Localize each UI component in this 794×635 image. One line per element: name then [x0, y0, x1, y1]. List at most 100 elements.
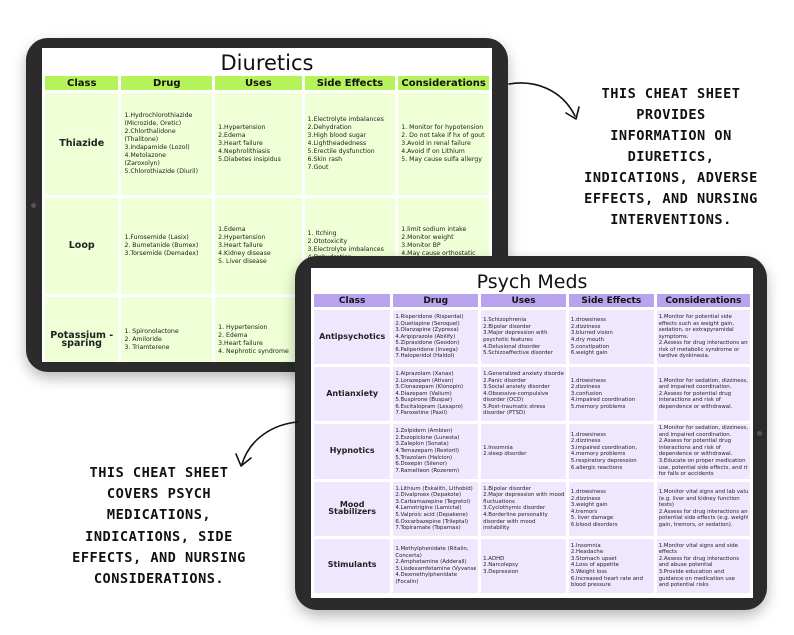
- caption-line: THIS CHEAT SHEET: [601, 86, 741, 102]
- psych-screen: Psych Meds Class Drug Uses Side Effects …: [311, 268, 753, 598]
- list-item: 4.Avoid if on Lithium: [401, 148, 465, 155]
- list-item: 4.dry mouth: [570, 337, 605, 343]
- list-item: 5.Schizoaffective disorder: [483, 350, 553, 357]
- list-item: 4.Lamotrigine (Lamictal): [395, 505, 462, 512]
- list-item: 2. Do not take if hx of gout: [401, 132, 485, 139]
- list-item: 4.Aripiprazole (Abilify): [395, 333, 456, 340]
- list-item: 2.Ototoxicity: [307, 238, 348, 245]
- list-item: fluctuations: [483, 498, 515, 505]
- list-item: 2.Chlorthalidone: [124, 128, 176, 135]
- header-row: Class Drug Uses Side Effects Considerati…: [314, 294, 750, 307]
- header-uses: Uses: [215, 76, 302, 90]
- list-item: 4.impaired coordination: [570, 397, 636, 404]
- list-item: 3.Heart failure: [218, 140, 263, 147]
- list-item: 6.allergic reactions: [570, 464, 623, 471]
- header-considerations: Considerations: [398, 76, 489, 90]
- list-item: 3.Stomach upset: [570, 555, 617, 562]
- list-item: 4.Lightheadedness: [307, 140, 367, 147]
- drug-cell: 1.Furosemide (Lasix)2. Bumetanide (Bumex…: [121, 198, 213, 294]
- list-item: 2.Assess for drug interactions and: [658, 340, 748, 347]
- list-item: 2.Dehydration: [307, 124, 352, 131]
- drug-list: 1.Furosemide (Lasix)2. Bumetanide (Bumex…: [124, 234, 209, 258]
- considerations-list: 1.Monitor vital signs and lab values(e.g…: [659, 489, 748, 529]
- list-item: symptoms.: [658, 333, 689, 340]
- caption-line: EFFECTS, AND NURSING: [584, 191, 758, 207]
- list-item: 2.dizziness: [570, 438, 601, 445]
- list-item: 4.Dexmethylphenidate: [395, 572, 458, 579]
- list-item: (Focalin): [395, 578, 419, 585]
- list-item: 4.Loss of appetite: [570, 562, 620, 569]
- list-item: 3.Indapamide (Lozol): [124, 144, 190, 151]
- list-item: 1.Methylphenidate (Ritalin,: [395, 545, 469, 552]
- list-item: disorder (PTSD): [483, 410, 526, 417]
- caption-line: INDICATIONS, SIDE: [85, 528, 233, 545]
- list-item: 2.Headache: [570, 549, 604, 556]
- list-item: 4.Kidney disease: [218, 250, 271, 257]
- list-item: 5. liver damage: [570, 515, 614, 522]
- list-item: 2.sleep disorder: [483, 451, 527, 458]
- list-item: 1.Monitor vital signs and lab values: [658, 488, 748, 495]
- list-item: 3.Olanzapine (Zyprexa): [395, 327, 459, 334]
- drug-cell: 1.Lithium (Eskalith, Lithobid)2.Divalpro…: [393, 481, 479, 536]
- list-item: 5.respiratory depression: [570, 457, 637, 464]
- list-item: 1.Bipolar disorder: [483, 485, 532, 492]
- considerations-cell: 1.Monitor for sedation, dizziness,and im…: [656, 367, 750, 421]
- list-item: (Thalitone): [124, 136, 159, 143]
- list-item: 3.Zaleplon (Sonata): [395, 441, 449, 448]
- list-item: 3.Cyclothymic disorder: [483, 505, 546, 512]
- list-item: 1.Lithium (Eskalith, Lithobid): [395, 485, 473, 492]
- list-item: 1.drowsiness: [570, 377, 606, 384]
- considerations-list: 1.Monitor for sedation, dizziness,and im…: [659, 425, 748, 478]
- list-item: 2.dizziness: [570, 384, 601, 391]
- list-item: 7.Paroxetine (Paxil): [395, 410, 448, 417]
- list-item: blood pressure: [570, 582, 611, 589]
- list-item: 1.Monitor vital signs and side: [658, 542, 738, 549]
- drug-list: 1.Hydrochlorothiazide(Microzide, Oretic)…: [124, 112, 209, 176]
- caption-line: EFFECTS, AND NURSING: [72, 549, 246, 566]
- list-item: 1. Spironolactone: [124, 328, 179, 335]
- list-item: 2.dizziness: [570, 323, 601, 330]
- header-side-effects: Side Effects: [304, 76, 396, 90]
- list-item: 4.Diazepam (Valium): [395, 390, 452, 397]
- drug-list: 1.Methylphenidate (Ritalin,Concerta)2.Am…: [395, 546, 476, 586]
- list-item: 3.impaired coordination,: [570, 444, 637, 451]
- drug-cell: 1.Risperidone (Risperdal)2.Quetiapine (S…: [393, 310, 479, 364]
- caption-line: CONSIDERATIONS.: [93, 571, 225, 588]
- list-item: 2. Edema: [218, 332, 248, 339]
- list-item: 6.blood disorders: [570, 521, 618, 528]
- class-cell: Thiazide: [45, 93, 119, 195]
- list-item: 1.Electrolyte imbalances: [307, 116, 384, 123]
- list-item: 1. Itching: [307, 230, 337, 237]
- list-item: tardive dyskinesia.: [658, 353, 710, 360]
- list-item: 4.Obsessive-compulsive: [483, 390, 549, 397]
- list-item: 5.Buspirone (Buspar): [395, 397, 453, 404]
- list-item: 2.Divalproex (Depakote): [395, 492, 462, 499]
- list-item: and abuse potential: [658, 562, 713, 569]
- considerations-list: 1.Monitor for sedation, dizziness,and im…: [659, 378, 748, 411]
- list-item: 3.Educate on proper medication: [658, 457, 746, 464]
- list-item: 3.Heart failure: [218, 340, 263, 347]
- list-item: 3.Torsemide (Demadex): [124, 250, 199, 257]
- header-row: Class Drug Uses Side Effects Considerati…: [45, 76, 489, 90]
- class-cell: Loop: [45, 198, 119, 294]
- considerations-cell: 1.Monitor vital signs and lab values(e.g…: [656, 481, 750, 536]
